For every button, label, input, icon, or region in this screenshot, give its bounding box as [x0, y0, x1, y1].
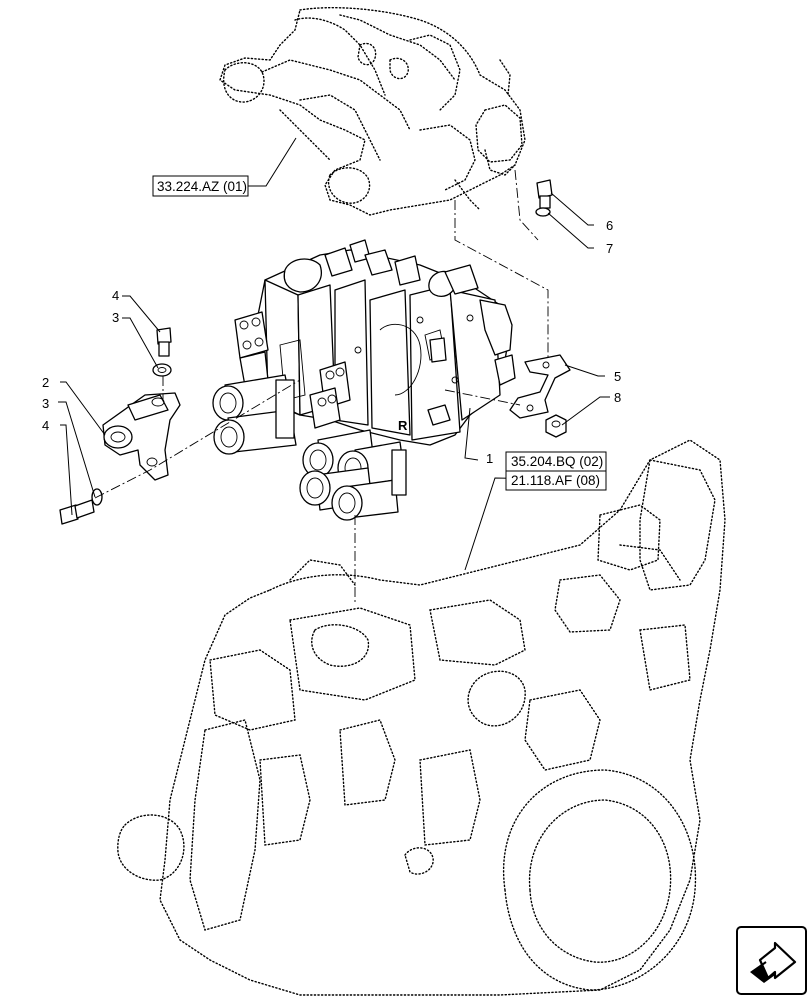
couplers-lower	[299, 429, 407, 521]
reference-text-21-118-af: 21.118.AF (08)	[511, 473, 600, 488]
assembly-line-top-left	[454, 200, 549, 365]
callout-2: 2	[42, 375, 49, 390]
reference-text-33-224-az: 33.224.AZ (01)	[157, 179, 247, 194]
reference-box-35-204-bq[interactable]: 35.204.BQ (02)	[505, 451, 607, 472]
reference-box-21-118-af[interactable]: 21.118.AF (08)	[505, 470, 607, 491]
bolt-part-4-lower	[59, 499, 95, 525]
washer-part-3-upper	[152, 363, 172, 377]
assembly-line-stud-bracket	[444, 389, 521, 406]
assembly-line-bracket	[94, 379, 301, 499]
mounting-stud	[427, 337, 451, 426]
reference-text-35-204-bq: 35.204.BQ (02)	[511, 454, 603, 469]
next-page-arrow-icon[interactable]	[736, 926, 807, 995]
reference-box-33-224-az[interactable]: 33.224.AZ (01)	[152, 175, 249, 197]
callout-4-upper: 4	[112, 288, 119, 303]
callout-8: 8	[614, 390, 621, 405]
bracket-part-2	[102, 392, 181, 481]
callout-leaders	[58, 137, 610, 571]
bracket-part-5	[509, 354, 571, 419]
assembly-line-top-right	[514, 169, 539, 241]
rear-axle-housing	[117, 439, 726, 996]
callout-1: 1	[486, 451, 493, 466]
callout-4-lower: 4	[42, 418, 49, 433]
couplers-upper	[212, 374, 297, 455]
callout-7: 7	[606, 241, 613, 256]
valve-marking-r: R	[398, 418, 408, 433]
callout-6: 6	[606, 218, 613, 233]
washer-part-7	[535, 207, 551, 217]
callout-3-upper: 3	[112, 310, 119, 325]
upper-hydraulic-assembly	[219, 7, 526, 216]
callout-labels: 1 2 3 3 4 4 5 6 7 8	[42, 218, 621, 466]
bolt-part-6	[536, 179, 553, 209]
callout-5: 5	[614, 369, 621, 384]
bolt-part-4-upper	[156, 327, 172, 357]
callout-3-lower: 3	[42, 396, 49, 411]
nut-part-8	[545, 414, 567, 438]
